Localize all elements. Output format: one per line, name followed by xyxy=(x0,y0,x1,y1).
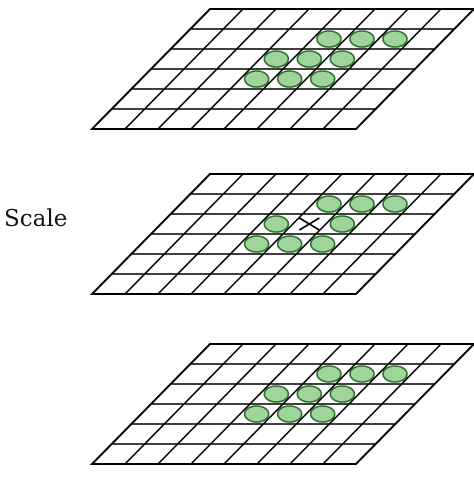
grid-column-line xyxy=(124,173,244,295)
grid-column-line xyxy=(124,343,244,465)
neighbor-sample xyxy=(263,385,290,403)
neighbor-sample xyxy=(329,385,356,403)
neighbor-sample xyxy=(382,30,408,48)
neighbor-sample xyxy=(263,215,290,233)
scale-layer-middle xyxy=(89,173,474,295)
scale-axis-label: Scale xyxy=(4,206,68,232)
scale-layer-upper xyxy=(89,8,474,130)
grid-column-line xyxy=(124,8,244,130)
neighbor-sample xyxy=(263,50,290,68)
neighbor-sample xyxy=(276,70,303,88)
neighbor-sample xyxy=(316,30,342,48)
grid-column-line xyxy=(322,343,442,465)
grid-column-line xyxy=(190,173,310,295)
grid-column-line xyxy=(190,8,310,130)
neighbor-sample xyxy=(296,385,323,403)
neighbor-sample xyxy=(316,365,342,383)
grid-column-line xyxy=(157,343,277,465)
neighbor-sample xyxy=(382,365,408,383)
neighbor-sample xyxy=(309,405,336,423)
neighbor-sample xyxy=(349,30,375,48)
neighbor-sample xyxy=(243,70,270,88)
neighbor-sample xyxy=(316,195,342,213)
neighbor-sample xyxy=(276,405,303,423)
neighbor-sample xyxy=(349,195,375,213)
grid-column-line xyxy=(289,8,409,130)
grid-column-line xyxy=(289,173,409,295)
grid-column-line xyxy=(256,343,376,465)
neighbor-sample xyxy=(243,235,270,253)
grid-column-line xyxy=(223,173,343,295)
center-sample-marker xyxy=(298,217,320,231)
grid-column-line xyxy=(157,173,277,295)
grid-column-line xyxy=(157,8,277,130)
grid-column-line xyxy=(223,8,343,130)
neighbor-sample xyxy=(309,235,336,253)
grid-column-line xyxy=(256,8,376,130)
neighbor-sample xyxy=(243,405,270,423)
neighbor-sample xyxy=(349,365,375,383)
neighbor-sample xyxy=(329,215,356,233)
neighbor-sample xyxy=(309,70,336,88)
grid-column-line xyxy=(256,173,376,295)
neighbor-sample xyxy=(382,195,408,213)
neighbor-sample xyxy=(296,50,323,68)
neighbor-sample xyxy=(276,235,303,253)
grid-column-line xyxy=(289,343,409,465)
grid-column-line xyxy=(223,343,343,465)
scale-layer-lower xyxy=(89,343,474,465)
grid-column-line xyxy=(322,173,442,295)
grid-column-line xyxy=(190,343,310,465)
neighbor-sample xyxy=(329,50,356,68)
grid-column-line xyxy=(322,8,442,130)
